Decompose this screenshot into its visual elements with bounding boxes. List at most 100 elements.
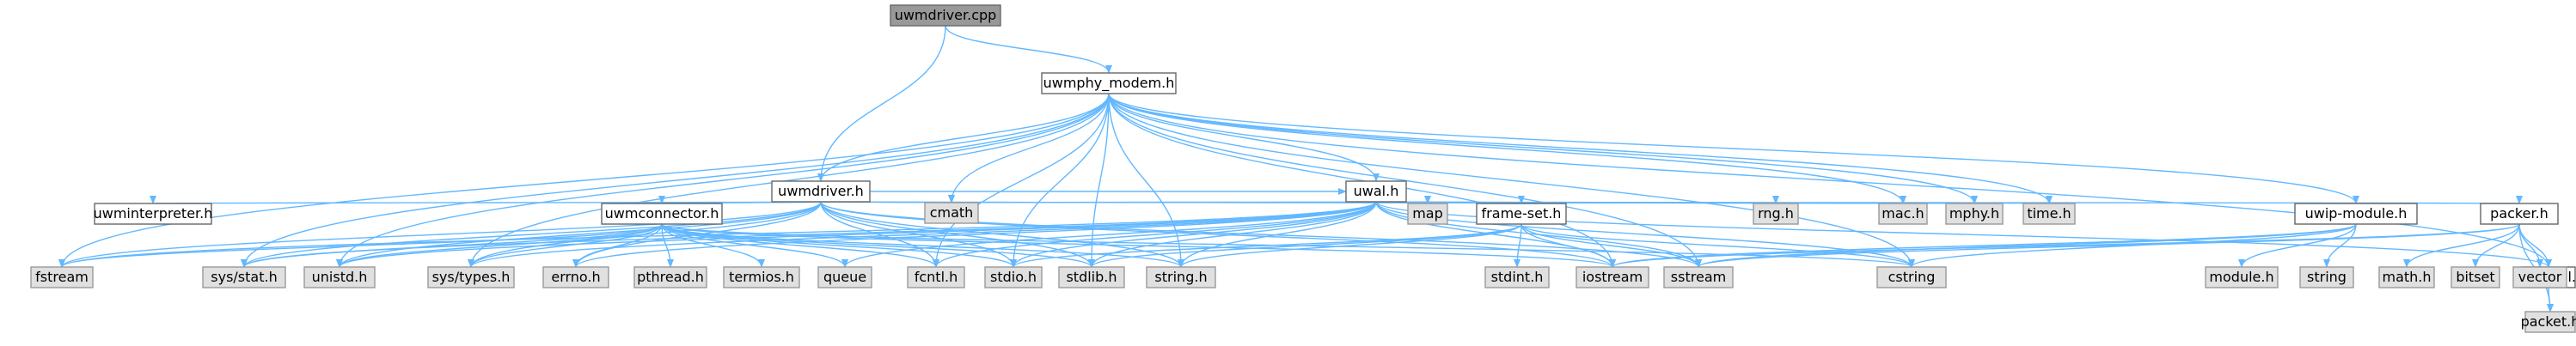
node-box-uwal-h (1345, 180, 1407, 203)
edge-uwmdriver-h-to-fstream (58, 201, 822, 268)
node-iostream: iostream (1576, 266, 1649, 288)
edge-uwip-module-h-to-module-h (2238, 223, 2357, 268)
edge-uwmconnector-h-to-sys-stat-h (241, 223, 663, 268)
edge-uwal-h-to-unistd-h (336, 201, 1377, 268)
node-rng-h: rng.h (1753, 203, 1799, 225)
node-fstream: fstream (30, 266, 94, 288)
node-box-mac-h (1878, 203, 1928, 225)
node-label-unistd-h: unistd.h (312, 269, 368, 285)
node-box-pthread-h (633, 266, 707, 288)
edge-uwal-h-to-sys-types-h (468, 201, 1377, 268)
edge-uwal-h-to-queue (841, 201, 1377, 268)
node-math-h: math.h (2378, 266, 2435, 288)
node-uwal-h[interactable]: uwal.h (1345, 180, 1407, 203)
edge-uwmconnector-h-to-stdio-h (661, 223, 1017, 268)
node-label-stdlib-h: stdlib.h (1066, 269, 1117, 285)
node-box-iostream (1576, 266, 1649, 288)
edge-uwal-h-to-time-h (1375, 195, 2050, 204)
edge-frame-set-h-to-cstring (1521, 223, 1915, 268)
node-packer-h[interactable]: packer.h (2480, 203, 2559, 225)
node-label-errno-h: errno.h (551, 269, 600, 285)
node-box-fcntl-h (907, 266, 965, 288)
node-sstream: sstream (1663, 266, 1734, 288)
node-uwminterpreter-h[interactable]: uwminterpreter.h (94, 203, 213, 225)
edge-packer-h-to-sstream (1695, 223, 2520, 268)
node-uwmdriver-cpp[interactable]: uwmdriver.cpp (890, 4, 1001, 27)
node-label-uwmphy-modem-h: uwmphy_modem.h (1043, 75, 1175, 92)
edge-uwmconnector-h-to-fstream (58, 223, 663, 268)
node-label-fcntl-h: fcntl.h (915, 269, 958, 285)
edge-uwmdriver-h-to-sstream (820, 201, 1702, 268)
node-label-string: string (2307, 269, 2347, 285)
node-box-uwmdriver-cpp (890, 4, 1001, 27)
node-frame-set-h[interactable]: frame-set.h (1476, 203, 1567, 225)
edge-uwmphy-modem-h-to-string-h (1108, 93, 1184, 268)
node-mac-h: mac.h (1878, 203, 1928, 225)
edge-uwmconnector-h-to-fcntl-h (661, 223, 939, 268)
node-uwmphy-modem-h[interactable]: uwmphy_modem.h (1041, 72, 1177, 94)
edge-uwal-h-to-errno-h (572, 201, 1377, 268)
edge-uwmphy-modem-h-to-cmath (948, 93, 1110, 203)
edge-uwmdriver-h-to-iostream (820, 201, 1616, 268)
node-uwip-module-h[interactable]: uwip-module.h (2294, 203, 2418, 225)
edge-uwmphy-modem-h-to-fcntl-h (933, 93, 1110, 268)
node-box-rng-h (1753, 203, 1799, 225)
edge-uwmphy-modem-h-to-uwmdriver-h (817, 93, 1110, 182)
node-label-module-h: module.h (2209, 269, 2273, 285)
node-box-packer-h (2480, 203, 2559, 225)
node-box-uwmphy-modem-h (1041, 72, 1177, 94)
edge-uwmdriver-cpp-to-uwmdriver-h (817, 25, 946, 182)
edge-uwmphy-modem-h-to-stdio-h (1010, 93, 1110, 268)
node-box-errno-h (542, 266, 609, 288)
node-module-h: module.h (2205, 266, 2279, 288)
node-label-uwal-h: uwal.h (1354, 183, 1399, 199)
node-pthread-h: pthread.h (633, 266, 707, 288)
node-map: map (1407, 203, 1448, 225)
edge-uwmconnector-h-to-unistd-h (336, 223, 663, 268)
node-label-bitset: bitset (2456, 269, 2494, 285)
node-mphy-h: mphy.h (1945, 203, 2004, 225)
edge-packer-h-to-math-h (2403, 223, 2520, 268)
node-fcntl-h: fcntl.h (907, 266, 965, 288)
node-box-sys-types-h (427, 266, 515, 288)
node-label-packer-h: packer.h (2490, 205, 2548, 222)
node-label-stdint-h: stdint.h (1491, 269, 1544, 285)
node-sys-types-h: sys/types.h (427, 266, 515, 288)
node-box-cmath (924, 202, 979, 224)
node-uwmdriver-h[interactable]: uwmdriver.h (771, 180, 871, 203)
node-label-uwminterpreter-h: uwminterpreter.h (94, 205, 213, 222)
edge-uwal-h-to-cstring (1375, 201, 1915, 268)
edge-uwal-h-to-fcntl-h (933, 201, 1377, 268)
node-box-termios-h (723, 266, 800, 288)
node-box-vector (2512, 266, 2567, 288)
edge-frame-set-h-to-iostream (1521, 223, 1616, 268)
edge-uwmphy-modem-h-to-time-h (1108, 93, 2053, 204)
node-label-uwmconnector-h: uwmconnector.h (605, 205, 719, 222)
node-box-sys-stat-h (202, 266, 286, 288)
edge-uwip-module-h-to-cstring (1908, 223, 2357, 268)
edge-uwmphy-modem-h-to-uwal-h (1108, 93, 1380, 182)
edge-uwmphy-modem-h-to-uwip-module-h (1108, 93, 2359, 204)
node-string-h: string.h (1146, 266, 1216, 288)
node-box-module-h (2205, 266, 2279, 288)
node-stdint-h: stdint.h (1484, 266, 1550, 288)
node-box-unistd-h (303, 266, 376, 288)
edge-uwmphy-modem-h-to-cstring (1108, 93, 1915, 268)
node-label-sys-types-h: sys/types.h (432, 269, 511, 285)
node-box-stdlib-h (1058, 266, 1125, 288)
node-box-stdio-h (984, 266, 1043, 288)
node-box-uwmdriver-h (771, 180, 871, 203)
edge-uwal-h-to-stdio-h (1010, 201, 1377, 268)
node-label-iostream: iostream (1582, 269, 1643, 285)
edge-uwmconnector-h-to-string-h (661, 223, 1184, 268)
node-box-sstream (1663, 266, 1734, 288)
node-box-map (1407, 203, 1448, 225)
edge-hdr-uwal-h-to-packet-h (2546, 287, 2554, 313)
node-label-cmath: cmath (930, 204, 974, 221)
node-label-uwip-module-h: uwip-module.h (2305, 205, 2408, 222)
edge-uwmdriver-h-to-sys-stat-h (241, 201, 822, 268)
node-uwmconnector-h[interactable]: uwmconnector.h (601, 203, 723, 225)
edge-uwmconnector-h-to-sys-types-h (468, 223, 663, 268)
node-cstring: cstring (1876, 266, 1947, 288)
